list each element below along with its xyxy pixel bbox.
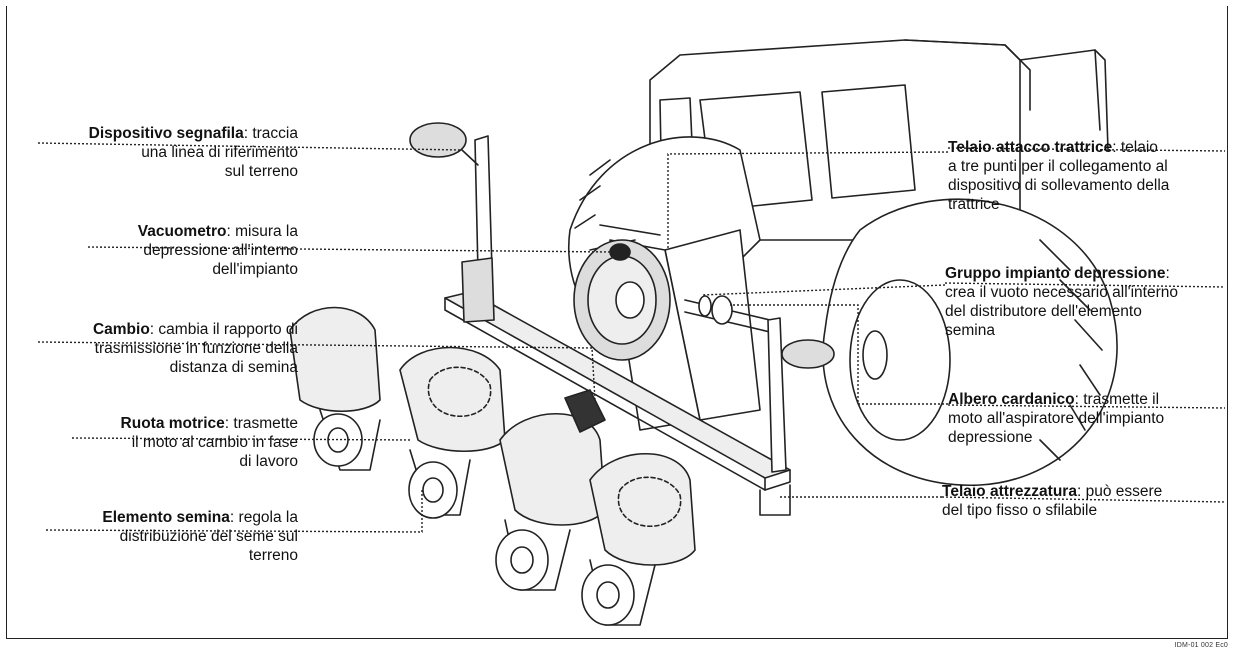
seeding-unit-1 — [289, 306, 381, 471]
label-gruppo-impianto-depressione: Gruppo impianto depressione: crea il vuo… — [945, 265, 1178, 339]
cardan-shaft — [684, 295, 771, 333]
label-ruota-motrice: Ruota motrice: trasmette il moto al camb… — [120, 415, 298, 470]
label-telaio-attrezzatura: Telaio attrezzatura: può essere del tipo… — [942, 483, 1163, 519]
label-albero-cardanico: Albero cardanico: trasmette il moto all'… — [948, 391, 1165, 446]
tractor-rear-wheel-right — [822, 198, 1118, 486]
marker-right — [767, 317, 835, 473]
label-vacuometro: Vacuometro: misura la depressione all'in… — [137, 223, 298, 278]
figure-code: IDM-01 002 Ec0 — [1174, 642, 1228, 649]
figure-frame — [6, 6, 1228, 639]
seeding-unit-3 — [495, 389, 606, 591]
label-elemento-semina: Elemento semina: regola la distribuzione… — [102, 509, 298, 564]
label-cambio: Cambio: cambia il rapporto di trasmissio… — [92, 321, 298, 376]
vacuum-fan — [573, 239, 671, 361]
seeding-unit-2 — [399, 346, 506, 519]
label-dispositivo-segnafila: Dispositivo segnafila: traccia una linea… — [88, 125, 298, 180]
marker-left — [409, 122, 495, 323]
seeding-unit-4 — [581, 453, 696, 626]
label-telaio-attacco-trattrice: Telaio attacco trattrice: telaio a tre p… — [948, 139, 1170, 213]
toolbar-beam — [444, 291, 791, 516]
